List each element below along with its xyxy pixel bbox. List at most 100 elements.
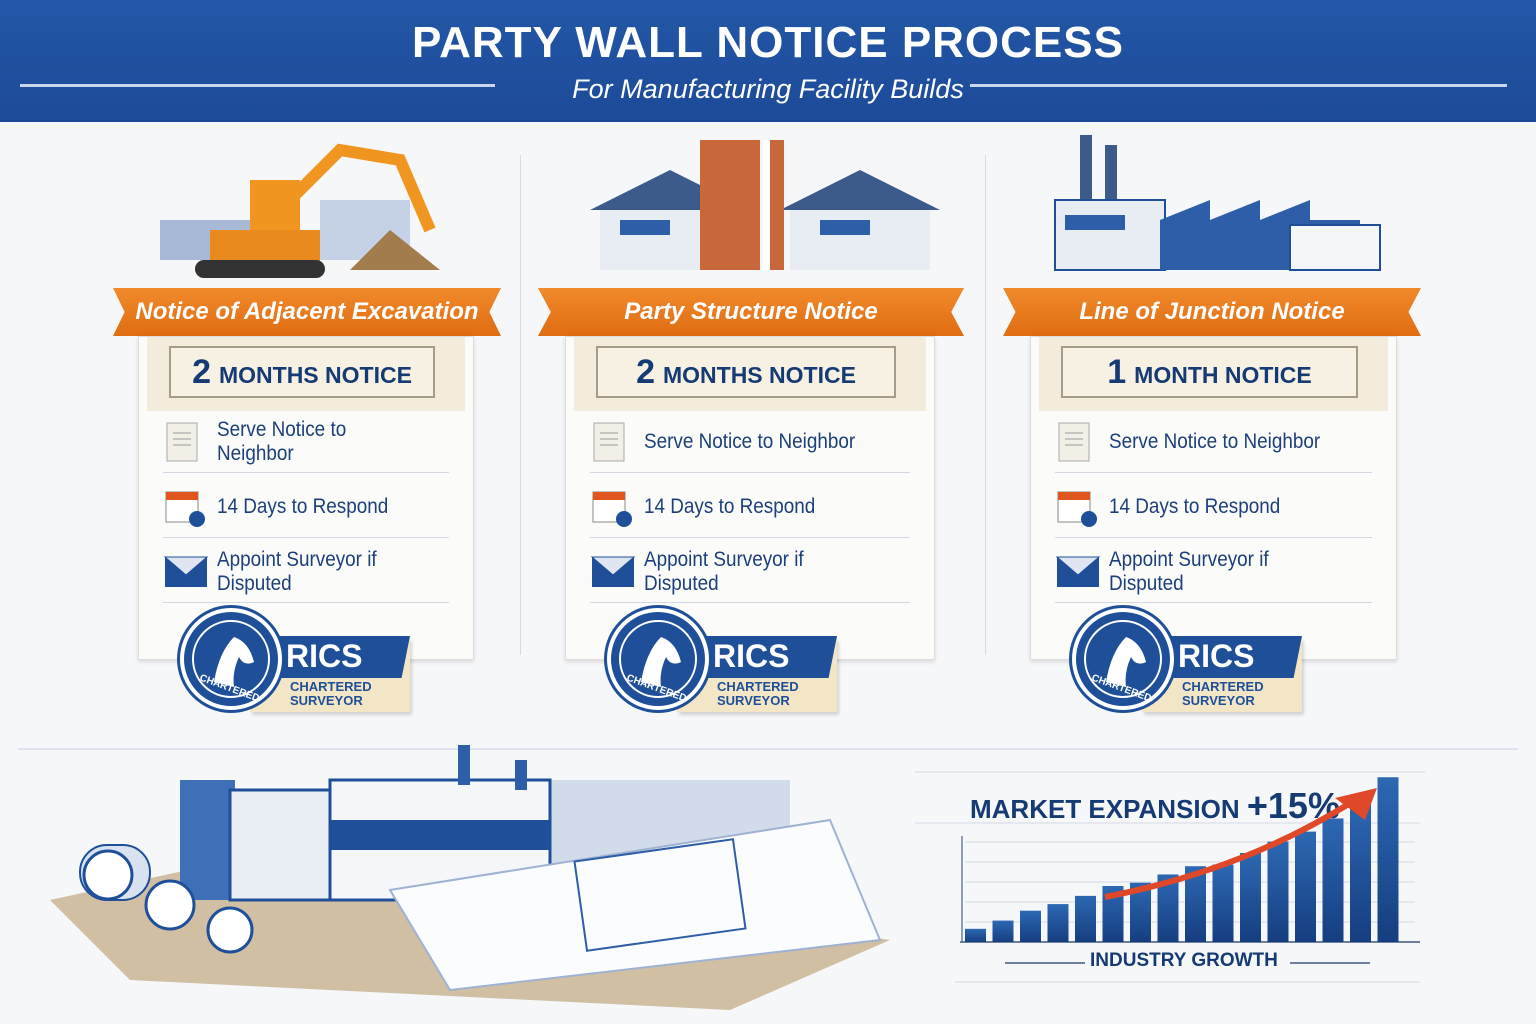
process-step: 14 Days to Respond	[590, 476, 910, 538]
process-step: 14 Days to Respond	[1055, 476, 1372, 538]
chart-bar	[1295, 831, 1316, 942]
document-icon	[1055, 421, 1101, 463]
process-step-label: Serve Notice to Neighbor	[1109, 429, 1321, 453]
process-step: Serve Notice to Neighbor	[163, 411, 449, 473]
notice-period-number: 2	[636, 353, 655, 391]
notice-period-number: 2	[192, 353, 211, 391]
envelope-icon	[590, 551, 636, 593]
notice-period-unit: MONTHS NOTICE	[218, 362, 412, 388]
process-step: Appoint Surveyor if Disputed	[163, 541, 449, 603]
chart-bar	[1377, 777, 1399, 942]
rics-label: RICS	[1178, 638, 1255, 674]
badge-line-2: SURVEYOR	[1182, 693, 1255, 708]
chart-bar	[1047, 904, 1069, 942]
process-step: Serve Notice to Neighbor	[590, 411, 910, 473]
process-step-label: Serve Notice to Neighbor	[644, 429, 856, 453]
notice-period-number: 1	[1107, 353, 1127, 391]
notice-type-banner: Party Structure Notice	[538, 288, 964, 336]
notice-period-panel: 2 MONTHS NOTICE	[147, 337, 465, 411]
badge-line-2: SURVEYOR	[290, 693, 363, 708]
page-title: PARTY WALL NOTICE PROCESS	[412, 18, 1124, 67]
notice-period: 1 MONTH NOTICE	[1061, 346, 1358, 398]
rics-seal-icon: CHARTERED	[180, 608, 282, 710]
notice-card: 2 MONTHS NOTICE Serve Notice to Neighbor 1…	[565, 336, 935, 660]
chart-bar	[1240, 853, 1261, 942]
notice-period-panel: 2 MONTHS NOTICE	[574, 337, 926, 411]
chart-bar	[1212, 864, 1234, 942]
facility-blueprint-illustration	[50, 745, 890, 1010]
notice-period-unit: MONTH NOTICE	[1134, 362, 1312, 388]
excavator-icon	[140, 130, 510, 285]
calendar-icon	[590, 486, 636, 528]
chart-bar	[1075, 895, 1096, 942]
rics-label: RICS	[713, 638, 790, 674]
growth-chart	[915, 771, 1425, 983]
chart-bar	[1020, 910, 1041, 942]
chart-bar	[1350, 797, 1371, 942]
notice-period: 2 MONTHS NOTICE	[596, 346, 896, 398]
notice-period-unit: MONTHS NOTICE	[662, 362, 856, 388]
chart-x-label: INDUSTRY GROWTH	[1090, 950, 1278, 971]
page-subtitle: For Manufacturing Facility Builds	[572, 74, 964, 104]
chart-bar	[1185, 866, 1206, 942]
notice-period-panel: 1 MONTH NOTICE	[1039, 337, 1388, 411]
rics-seal-icon: CHARTERED	[1072, 608, 1174, 710]
process-step: Appoint Surveyor if Disputed	[590, 541, 910, 603]
document-icon	[163, 421, 209, 463]
trend-arrowhead	[1335, 788, 1377, 820]
process-step: Appoint Surveyor if Disputed	[1055, 541, 1372, 603]
chart-title: MARKET EXPANSION +15%	[970, 785, 1340, 827]
process-step-label: Appoint Surveyor if Disputed	[1109, 547, 1269, 595]
factory-icon	[1010, 130, 1420, 285]
chart-bar	[1267, 841, 1289, 942]
process-step-label: Appoint Surveyor if Disputed	[644, 547, 804, 595]
party-wall-buildings-icon	[560, 130, 970, 285]
badge-line-1: CHARTERED	[717, 679, 799, 694]
envelope-icon	[1055, 551, 1101, 593]
badge-line-1: CHARTERED	[1182, 679, 1264, 694]
notice-period: 2 MONTHS NOTICE	[169, 346, 435, 398]
notice-card: 1 MONTH NOTICE Serve Notice to Neighbor 14…	[1030, 336, 1397, 660]
chart-bar	[1157, 874, 1179, 942]
section-divider	[18, 748, 1518, 750]
divider	[970, 84, 1507, 87]
badge-ribbon-top	[697, 636, 837, 678]
process-step-label: 14 Days to Respond	[217, 494, 389, 518]
notice-type-banner: Line of Junction Notice	[1003, 288, 1421, 336]
chart-title-text: MARKET EXPANSION	[970, 794, 1240, 824]
process-step-label: Serve Notice to Neighbor	[217, 417, 347, 465]
document-icon	[590, 421, 636, 463]
envelope-icon	[163, 551, 209, 593]
process-step: 14 Days to Respond	[163, 476, 449, 538]
rics-seal-icon: CHARTERED	[607, 608, 709, 710]
process-step-label: Appoint Surveyor if Disputed	[217, 547, 377, 595]
process-step-label: 14 Days to Respond	[1109, 494, 1281, 518]
column-divider	[520, 155, 521, 655]
header: PARTY WALL NOTICE PROCESS For Manufactur…	[0, 0, 1536, 122]
column-divider	[985, 155, 986, 655]
badge-line-2: SURVEYOR	[717, 693, 790, 708]
chart-bar	[1102, 885, 1124, 942]
rics-label: RICS	[286, 638, 363, 674]
chart-bar	[992, 920, 1014, 942]
notice-type-banner: Notice of Adjacent Excavation	[113, 288, 501, 336]
badge-ribbon-top	[270, 636, 410, 678]
calendar-icon	[1055, 486, 1101, 528]
badge-ribbon-top	[1162, 636, 1302, 678]
process-step: Serve Notice to Neighbor	[1055, 411, 1372, 473]
calendar-icon	[163, 486, 209, 528]
divider	[20, 84, 495, 87]
chart-bar	[1130, 882, 1151, 942]
process-step-label: 14 Days to Respond	[644, 494, 816, 518]
chart-bar	[1322, 818, 1344, 942]
chart-bar	[965, 928, 986, 942]
badge-line-1: CHARTERED	[290, 679, 372, 694]
notice-card: 2 MONTHS NOTICE Serve Notice to Neighbor 1…	[138, 336, 474, 660]
trend-arrow	[1104, 797, 1357, 900]
